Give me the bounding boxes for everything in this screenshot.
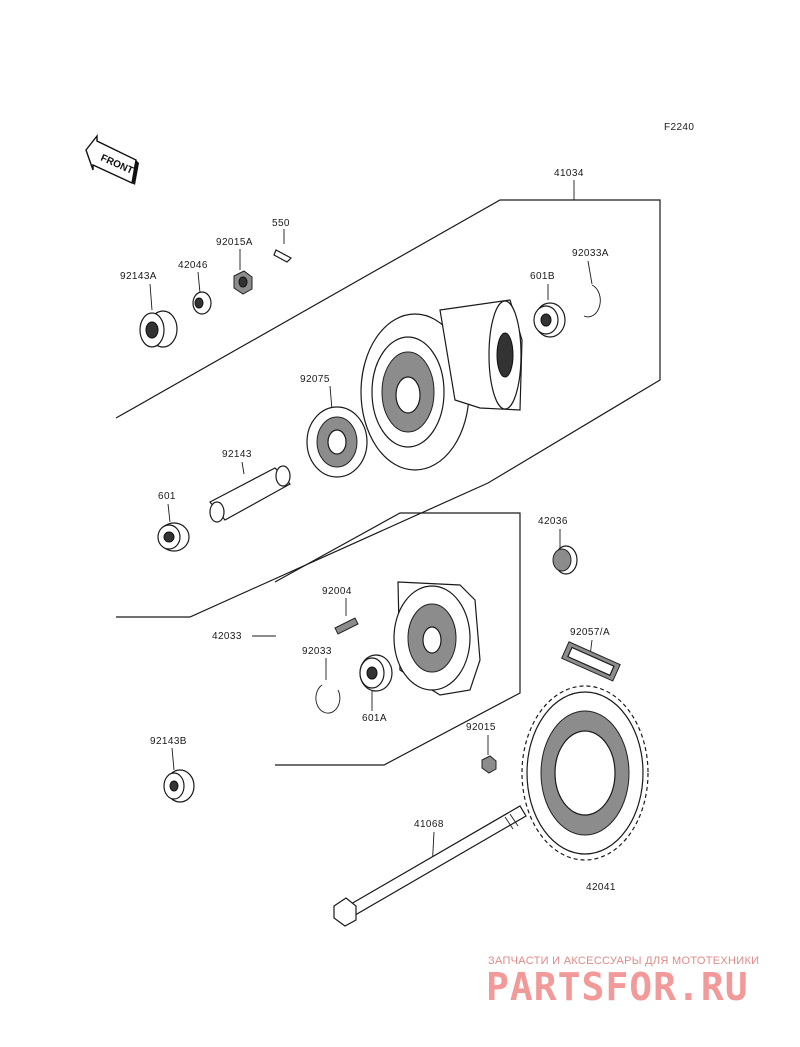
label-92015: 92015 bbox=[466, 722, 496, 733]
bearing-601A bbox=[359, 654, 393, 692]
collar-42036 bbox=[552, 545, 578, 575]
axle-41068 bbox=[333, 805, 527, 927]
coupling-42033 bbox=[393, 581, 481, 696]
sprocket-42041 bbox=[521, 685, 649, 861]
label-41034: 41034 bbox=[554, 168, 584, 179]
label-92004: 92004 bbox=[322, 586, 352, 597]
nut-92015 bbox=[481, 755, 497, 774]
watermark-brand: PARTSFOR.RU bbox=[486, 965, 749, 1009]
stud-92004 bbox=[334, 617, 359, 635]
label-42046: 42046 bbox=[178, 260, 208, 271]
bearing-601 bbox=[157, 522, 190, 552]
label-92033: 92033 bbox=[302, 646, 332, 657]
label-41068: 41068 bbox=[414, 819, 444, 830]
wheel-hub-41034 bbox=[360, 299, 523, 471]
circlip-92033 bbox=[315, 684, 341, 714]
label-42041: 42041 bbox=[586, 882, 616, 893]
label-42036: 42036 bbox=[538, 516, 568, 527]
label-601B: 601B bbox=[530, 271, 555, 282]
bearing-601B bbox=[533, 302, 566, 338]
label-92075: 92075 bbox=[300, 374, 330, 385]
label-92143: 92143 bbox=[222, 449, 252, 460]
label-601A: 601A bbox=[362, 713, 387, 724]
label-92143A: 92143A bbox=[120, 271, 157, 282]
hub-assembly-frame bbox=[115, 199, 661, 618]
chain-link-92057A bbox=[561, 641, 621, 682]
collar-92143A bbox=[139, 310, 178, 348]
label-550: 550 bbox=[272, 218, 290, 229]
collar-92143 bbox=[209, 465, 291, 523]
label-92033A: 92033A bbox=[572, 248, 609, 259]
front-arrow-icon: FRONT bbox=[85, 133, 139, 185]
label-92015A: 92015A bbox=[216, 237, 253, 248]
spacer-42046 bbox=[192, 291, 212, 315]
figure-code: F2240 bbox=[664, 122, 694, 133]
label-42033: 42033 bbox=[212, 631, 242, 642]
nut-92015A bbox=[233, 270, 253, 295]
label-92143B: 92143B bbox=[150, 736, 187, 747]
cotter-pin-550 bbox=[273, 249, 292, 263]
watermark-tagline: ЗАПЧАСТИ И АКСЕССУАРЫ ДЛЯ МОТОТЕХНИКИ bbox=[488, 955, 759, 967]
coupling-assembly-frame bbox=[274, 512, 521, 766]
label-92057A: 92057/A bbox=[570, 627, 610, 638]
leader-lines bbox=[149, 229, 593, 871]
damper-92075 bbox=[306, 406, 368, 478]
label-601: 601 bbox=[158, 491, 176, 502]
circlip-92033A bbox=[583, 284, 601, 318]
collar-92143B bbox=[163, 769, 195, 803]
